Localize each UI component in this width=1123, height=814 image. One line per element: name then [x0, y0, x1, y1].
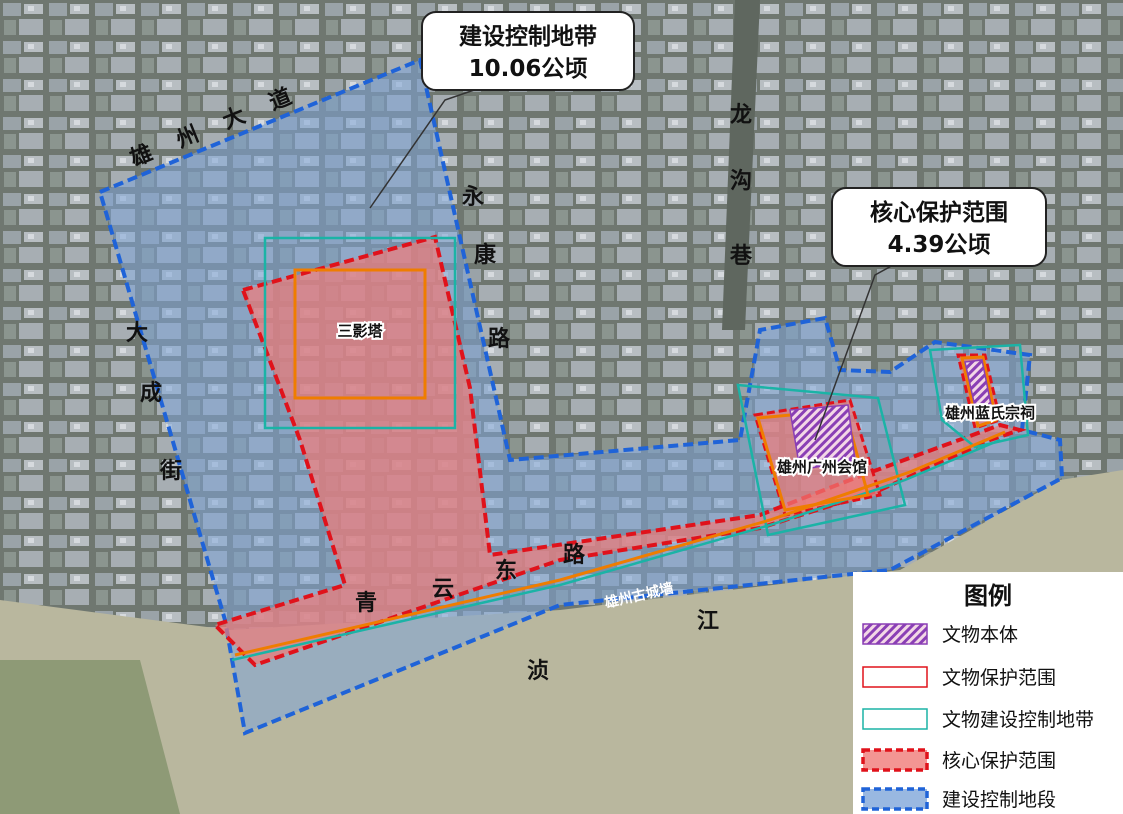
road-char: 青: [355, 591, 377, 616]
site-label-guangzhou-guild-hall: 雄州广州会馆: [776, 458, 867, 476]
legend-item-construction-zone: 建设控制地段: [861, 787, 1056, 811]
guild-hall-heritage-body[interactable]: [789, 404, 856, 471]
riverbank-area: [0, 660, 180, 814]
legend-swatch-red-dashed: [861, 748, 929, 772]
legend-item-construction-band: 文物建设控制地带: [862, 708, 1094, 731]
road-char: 巷: [729, 244, 753, 269]
ancestral-heritage-body[interactable]: [964, 359, 994, 421]
city-wall-teal-line: [231, 438, 1001, 662]
zhen-river-water: [0, 470, 1123, 814]
road-char: 沟: [730, 168, 752, 194]
legend-title: 图例: [964, 582, 1012, 610]
city-wall-protection-line: [234, 430, 1006, 657]
road-label-yongkang-road: 永 康 路: [462, 184, 511, 352]
site-label-lan-ancestral-hall: 雄州蓝氏宗祠: [944, 404, 1035, 422]
legend-swatch-teal-outline: [862, 708, 928, 730]
callout-construction-zone: 建设控制地带 10.06公顷: [369, 11, 635, 209]
legend-label: 文物建设控制地带: [942, 709, 1094, 731]
ancestral-teal-outline[interactable]: [928, 343, 1030, 449]
river-char: 江: [697, 609, 719, 634]
site-label-sanying-pagoda: 三影塔: [337, 322, 383, 340]
legend-label: 文物保护范围: [942, 667, 1056, 689]
river-char: 浈: [527, 659, 549, 684]
legend-label: 核心保护范围: [942, 750, 1056, 772]
river-label-zhen: 浈 江: [527, 609, 719, 684]
legend-swatch-hatch: [862, 623, 928, 645]
road-char: 龙: [730, 103, 752, 128]
road-label-dacheng-street: 大 成 街: [126, 321, 182, 484]
callout-core-line2: 4.39公顷: [888, 232, 991, 258]
ancestral-protection-outline[interactable]: [960, 355, 998, 428]
callout-construction-line1: 建设控制地带: [459, 23, 597, 50]
road-char: 康: [474, 242, 497, 268]
road-char: 成: [140, 381, 162, 406]
road-char: 大: [126, 321, 148, 346]
callout-construction-line2: 10.06公顷: [469, 56, 588, 82]
road-char: 街: [159, 458, 182, 484]
legend: 图例 文物本体 文物保护范围 文物建设控制地带 核心保护范围 建设控制地段: [853, 572, 1123, 814]
legend-item-core-zone: 核心保护范围: [861, 748, 1056, 772]
pagoda-protection-outline[interactable]: [293, 268, 427, 400]
core-protection-zone[interactable]: [211, 234, 1028, 668]
road-char: 云: [432, 577, 454, 602]
legend-item-protection-scope: 文物保护范围: [862, 666, 1056, 689]
road-char: 永: [462, 184, 484, 210]
road-label-longgou-lane: 龙 沟 巷: [729, 103, 753, 269]
legend-swatch-blue-dashed: [861, 787, 929, 811]
legend-item-heritage-body: 文物本体: [862, 623, 1018, 646]
road-char: 路: [563, 542, 586, 568]
longgou-lane-strip: [722, 0, 760, 330]
legend-label: 文物本体: [942, 624, 1018, 646]
callout-core-line1: 核心保护范围: [870, 199, 1008, 226]
road-char: 路: [488, 326, 511, 352]
legend-swatch-red-outline: [862, 666, 928, 688]
road-label-qingyun-east-road: 青 云 东 路: [355, 542, 586, 616]
legend-label: 建设控制地段: [942, 789, 1056, 811]
road-char: 东: [495, 558, 517, 584]
pagoda-teal-outline[interactable]: [263, 236, 457, 430]
callout-core-zone: 核心保护范围 4.39公顷: [814, 187, 1047, 441]
legend-panel: [853, 572, 1123, 814]
